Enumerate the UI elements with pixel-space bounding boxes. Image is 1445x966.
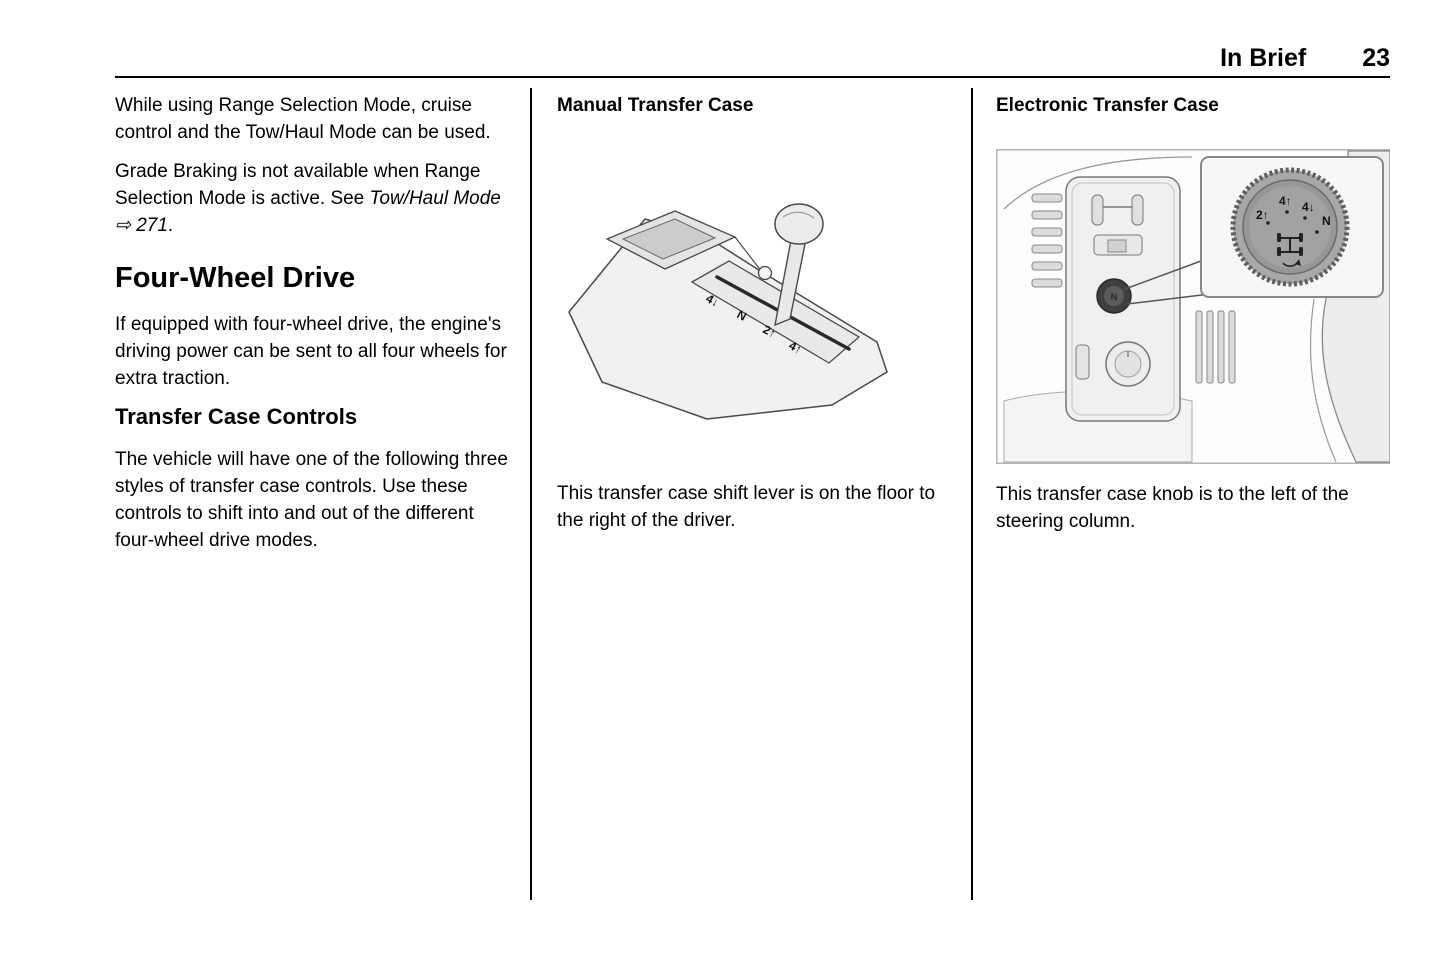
paragraph-grade-braking: Grade Braking is not available when Rang…	[115, 158, 517, 239]
left-vent-icon	[1031, 193, 1063, 288]
knob-label-4lo: 4↓	[1302, 200, 1315, 214]
headlamp-knob-icon	[1105, 341, 1151, 387]
cross-reference-page: 271	[136, 215, 168, 236]
paragraph-range-selection: While using Range Selection Mode, cruise…	[115, 95, 491, 143]
column-right: Electronic Transfer Case	[996, 92, 1392, 535]
period: .	[167, 215, 174, 236]
dimmer-slider-icon	[1075, 344, 1090, 380]
gate-label-4lo: 4↓	[704, 291, 722, 309]
manual-figure-caption: This transfer case shift lever is on the…	[557, 483, 936, 531]
column-divider-left	[530, 88, 532, 900]
knob-detent-dots	[1266, 210, 1319, 234]
gate-label-4hi: 4↑	[787, 338, 805, 356]
dashboard-illustration: N	[996, 149, 1391, 464]
four-wheel-drive-icon	[1277, 233, 1303, 267]
column-middle: Manual Transfer Case 4↓ N 2↑ 4↑	[557, 92, 947, 534]
paragraph-four-wheel-drive: If equipped with four-wheel drive, the e…	[115, 314, 507, 389]
console-body	[568, 218, 888, 420]
gate-labels: 4↓ N 2↑ 4↑	[704, 291, 805, 356]
transfer-case-knob: N	[1096, 278, 1132, 314]
shift-release-button-icon	[757, 265, 773, 281]
electronic-figure-caption: This transfer case knob is to the left o…	[996, 484, 1349, 532]
shift-lever-illustration: 4↓ N 2↑ 4↑	[568, 203, 888, 420]
inset-knob-labels: 2↑ 4↑ 4↓ N	[1256, 194, 1331, 228]
shift-knob-highlight	[782, 211, 815, 219]
cross-reference-title: Tow/Haul Mode	[369, 188, 501, 209]
transfer-case-controls-heading: Transfer Case Controls	[115, 404, 358, 429]
callout-line-bottom	[1126, 293, 1211, 305]
console-tray-inner	[621, 218, 717, 260]
knob-label-n: N	[1322, 214, 1331, 228]
cross-reference-arrow-icon: ⇨	[115, 215, 131, 236]
gate-label-2hi: 2↑	[761, 322, 779, 340]
transfer-knob-figure: N	[996, 149, 1392, 469]
four-wheel-drive-heading: Four-Wheel Drive	[115, 262, 356, 294]
page-header: In Brief 23	[1220, 44, 1390, 73]
knob-label-4hi: 4↑	[1279, 194, 1292, 208]
electronic-transfer-case-heading: Electronic Transfer Case	[996, 95, 1219, 116]
page-number: 23	[1362, 44, 1390, 72]
mirror-switch-icon	[1091, 194, 1144, 226]
console-ridge	[734, 236, 763, 273]
column-left: While using Range Selection Mode, cruise…	[115, 92, 517, 566]
column-divider-right	[971, 88, 973, 900]
callout-line-top	[1124, 260, 1202, 290]
right-vent-icon	[1195, 310, 1236, 384]
paragraph-transfer-case-controls: The vehicle will have one of the followi…	[115, 449, 508, 551]
steering-column-crease	[1309, 298, 1337, 463]
knob-center-letter: N	[1111, 292, 1118, 302]
knob-face	[1249, 186, 1331, 268]
section-title: In Brief	[1220, 44, 1307, 72]
manual-transfer-case-heading: Manual Transfer Case	[557, 95, 754, 116]
shift-knob	[774, 203, 824, 245]
grade-braking-text: Grade Braking is not available when Rang…	[115, 161, 481, 209]
knob-inset: 2↑ 4↑ 4↓ N	[1200, 156, 1384, 298]
dash-contour	[1003, 156, 1193, 210]
rocker-switch-icon	[1093, 234, 1143, 256]
shift-lever-figure: 4↓ N 2↑ 4↑	[557, 177, 947, 432]
header-rule	[115, 76, 1390, 78]
knob-label-2hi: 2↑	[1256, 208, 1269, 222]
